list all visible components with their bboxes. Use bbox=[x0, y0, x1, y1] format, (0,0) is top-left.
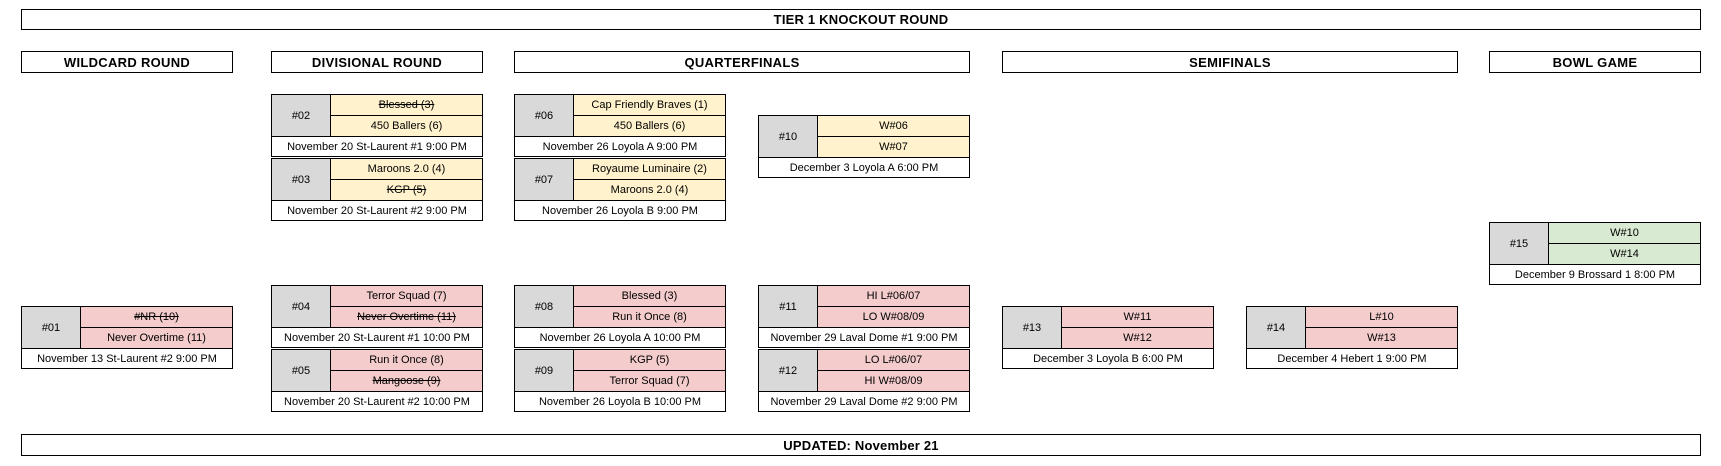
match-number: #05 bbox=[272, 350, 331, 391]
match-05: #05 Run it Once (8) Mangoose (9) Novembe… bbox=[271, 349, 483, 412]
team-slot: KGP (5) bbox=[574, 350, 725, 371]
round-header-divisional: DIVISIONAL ROUND bbox=[271, 51, 483, 73]
match-09: #09 KGP (5) Terror Squad (7) November 26… bbox=[514, 349, 726, 412]
match-number: #13 bbox=[1003, 307, 1062, 348]
match-number: #04 bbox=[272, 286, 331, 327]
match-teams: W#11 W#12 bbox=[1062, 307, 1213, 348]
match-number: #09 bbox=[515, 350, 574, 391]
match-teams: Royaume Luminaire (2) Maroons 2.0 (4) bbox=[574, 159, 725, 200]
match-number: #14 bbox=[1247, 307, 1306, 348]
match-number: #12 bbox=[759, 350, 818, 391]
match-04: #04 Terror Squad (7) Never Overtime (11)… bbox=[271, 285, 483, 348]
match-schedule: November 13 St-Laurent #2 9:00 PM bbox=[21, 348, 233, 369]
match-12: #12 LO L#06/07 HI W#08/09 November 29 La… bbox=[758, 349, 970, 412]
team-slot: W#10 bbox=[1549, 223, 1700, 244]
team-slot: Run it Once (8) bbox=[331, 350, 482, 371]
team-slot: KGP (5) bbox=[386, 184, 427, 196]
match-03: #03 Maroons 2.0 (4) KGP (5) November 20 … bbox=[271, 158, 483, 221]
match-schedule: December 3 Loyola A 6:00 PM bbox=[758, 157, 970, 178]
match-teams: #NR (10) Never Overtime (11) bbox=[81, 307, 232, 348]
match-schedule: November 26 Loyola A 9:00 PM bbox=[514, 136, 726, 157]
team-slot: HI W#08/09 bbox=[864, 375, 923, 387]
match-schedule: November 20 St-Laurent #2 10:00 PM bbox=[271, 391, 483, 412]
match-schedule: December 9 Brossard 1 8:00 PM bbox=[1489, 264, 1701, 285]
team-slot: W#11 bbox=[1062, 307, 1213, 328]
team-slot: Never Overtime (11) bbox=[107, 332, 206, 344]
match-07: #07 Royaume Luminaire (2) Maroons 2.0 (4… bbox=[514, 158, 726, 221]
match-02: #02 Blessed (3) 450 Ballers (6) November… bbox=[271, 94, 483, 157]
team-slot: Run it Once (8) bbox=[612, 311, 687, 323]
team-slot: Maroons 2.0 (4) bbox=[331, 159, 482, 180]
match-teams: W#10 W#14 bbox=[1549, 223, 1700, 264]
match-schedule: November 26 Loyola B 10:00 PM bbox=[514, 391, 726, 412]
match-number: #06 bbox=[515, 95, 574, 136]
match-01: #01 #NR (10) Never Overtime (11) Novembe… bbox=[21, 306, 233, 369]
match-13: #13 W#11 W#12 December 3 Loyola B 6:00 P… bbox=[1002, 306, 1214, 369]
team-slot: Blessed (3) bbox=[574, 286, 725, 307]
match-15: #15 W#10 W#14 December 9 Brossard 1 8:00… bbox=[1489, 222, 1701, 285]
team-slot: L#10 bbox=[1306, 307, 1457, 328]
match-teams: Blessed (3) Run it Once (8) bbox=[574, 286, 725, 327]
match-number: #07 bbox=[515, 159, 574, 200]
team-slot: 450 Ballers (6) bbox=[370, 120, 443, 132]
team-slot: Cap Friendly Braves (1) bbox=[574, 95, 725, 116]
round-header-bowl: BOWL GAME bbox=[1489, 51, 1701, 73]
team-slot: 450 Ballers (6) bbox=[613, 120, 686, 132]
match-teams: Blessed (3) 450 Ballers (6) bbox=[331, 95, 482, 136]
match-schedule: November 29 Laval Dome #2 9:00 PM bbox=[758, 391, 970, 412]
match-14: #14 L#10 W#13 December 4 Hebert 1 9:00 P… bbox=[1246, 306, 1458, 369]
match-teams: Run it Once (8) Mangoose (9) bbox=[331, 350, 482, 391]
team-slot: W#06 bbox=[818, 116, 969, 137]
match-teams: W#06 W#07 bbox=[818, 116, 969, 157]
team-slot: W#13 bbox=[1367, 332, 1396, 344]
team-slot: Blessed (3) bbox=[331, 95, 482, 116]
page-title: TIER 1 KNOCKOUT ROUND bbox=[21, 9, 1701, 30]
match-teams: Maroons 2.0 (4) KGP (5) bbox=[331, 159, 482, 200]
match-number: #10 bbox=[759, 116, 818, 157]
round-header-wildcard: WILDCARD ROUND bbox=[21, 51, 233, 73]
team-slot: W#12 bbox=[1123, 332, 1152, 344]
match-teams: HI L#06/07 LO W#08/09 bbox=[818, 286, 969, 327]
team-slot: HI L#06/07 bbox=[818, 286, 969, 307]
match-teams: L#10 W#13 bbox=[1306, 307, 1457, 348]
match-number: #01 bbox=[22, 307, 81, 348]
match-number: #08 bbox=[515, 286, 574, 327]
match-10: #10 W#06 W#07 December 3 Loyola A 6:00 P… bbox=[758, 115, 970, 178]
team-slot: W#14 bbox=[1610, 248, 1639, 260]
updated-footer: UPDATED: November 21 bbox=[21, 434, 1701, 456]
round-header-quarterfinals: QUARTERFINALS bbox=[514, 51, 970, 73]
team-slot: Royaume Luminaire (2) bbox=[574, 159, 725, 180]
match-11: #11 HI L#06/07 LO W#08/09 November 29 La… bbox=[758, 285, 970, 348]
match-schedule: November 29 Laval Dome #1 9:00 PM bbox=[758, 327, 970, 348]
team-slot: W#07 bbox=[879, 141, 908, 153]
team-slot: Maroons 2.0 (4) bbox=[610, 184, 689, 196]
team-slot: Terror Squad (7) bbox=[609, 375, 690, 387]
match-08: #08 Blessed (3) Run it Once (8) November… bbox=[514, 285, 726, 348]
match-schedule: December 3 Loyola B 6:00 PM bbox=[1002, 348, 1214, 369]
match-teams: Cap Friendly Braves (1) 450 Ballers (6) bbox=[574, 95, 725, 136]
team-slot: #NR (10) bbox=[81, 307, 232, 328]
team-slot: Mangoose (9) bbox=[372, 375, 441, 387]
match-teams: KGP (5) Terror Squad (7) bbox=[574, 350, 725, 391]
match-schedule: November 20 St-Laurent #2 9:00 PM bbox=[271, 200, 483, 221]
match-teams: LO L#06/07 HI W#08/09 bbox=[818, 350, 969, 391]
match-number: #03 bbox=[272, 159, 331, 200]
match-schedule: November 20 St-Laurent #1 9:00 PM bbox=[271, 136, 483, 157]
match-number: #02 bbox=[272, 95, 331, 136]
match-number: #11 bbox=[759, 286, 818, 327]
team-slot: LO L#06/07 bbox=[818, 350, 969, 371]
round-header-semifinals: SEMIFINALS bbox=[1002, 51, 1458, 73]
match-schedule: November 20 St-Laurent #1 10:00 PM bbox=[271, 327, 483, 348]
match-schedule: December 4 Hebert 1 9:00 PM bbox=[1246, 348, 1458, 369]
match-06: #06 Cap Friendly Braves (1) 450 Ballers … bbox=[514, 94, 726, 157]
match-schedule: November 26 Loyola A 10:00 PM bbox=[514, 327, 726, 348]
match-schedule: November 26 Loyola B 9:00 PM bbox=[514, 200, 726, 221]
match-number: #15 bbox=[1490, 223, 1549, 264]
team-slot: LO W#08/09 bbox=[862, 311, 925, 323]
match-teams: Terror Squad (7) Never Overtime (11) bbox=[331, 286, 482, 327]
team-slot: Terror Squad (7) bbox=[331, 286, 482, 307]
team-slot: Never Overtime (11) bbox=[357, 311, 456, 323]
